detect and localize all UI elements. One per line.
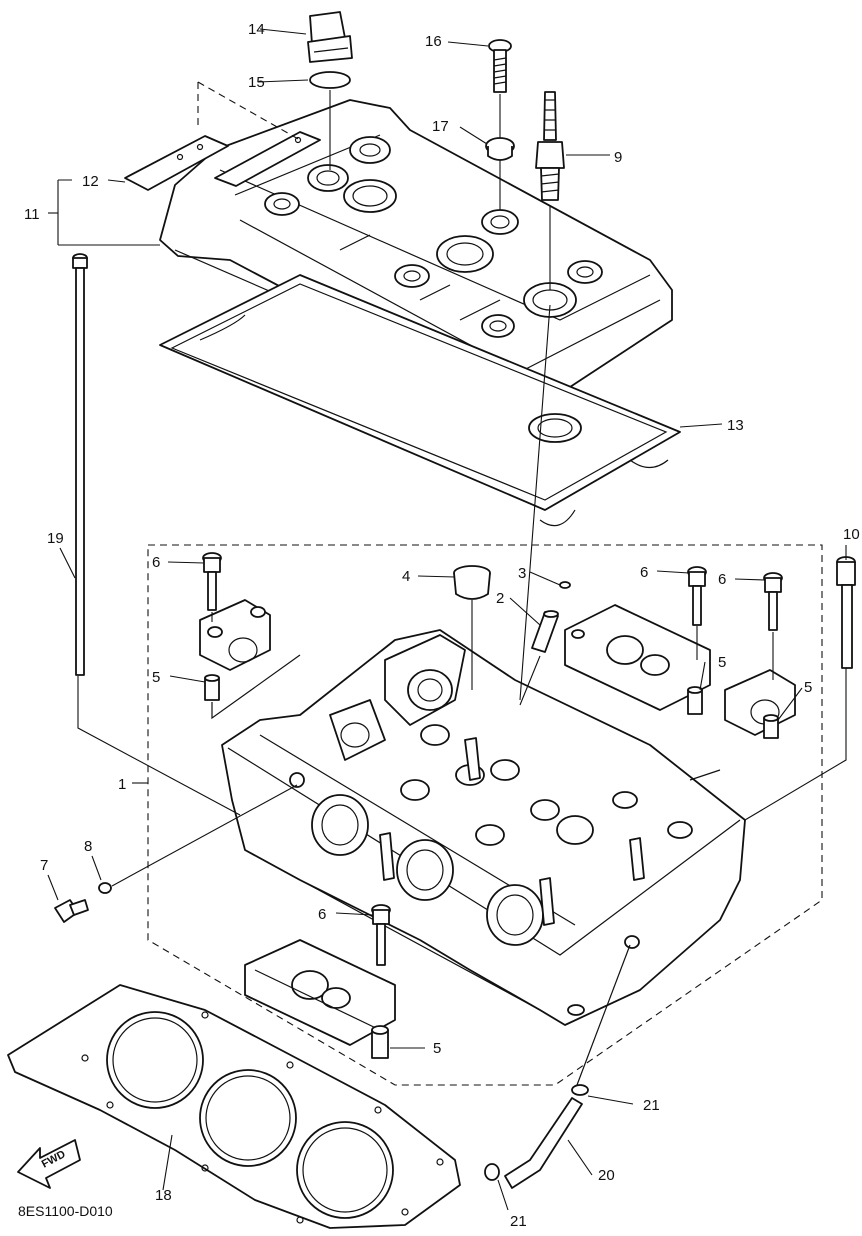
drawing-code: 8ES1100-D010 bbox=[18, 1203, 113, 1219]
fwd-arrow-icon: FWD bbox=[17, 1139, 81, 1189]
callout-21b: 21 bbox=[510, 1213, 527, 1230]
hose-clip-upper bbox=[571, 1084, 589, 1096]
callout-3: 3 bbox=[518, 565, 526, 582]
callout-13: 13 bbox=[727, 417, 744, 434]
camshaft-cap-rear bbox=[564, 604, 711, 711]
callout-1: 1 bbox=[118, 776, 126, 793]
camshaft-cap-left bbox=[199, 599, 271, 671]
head-cover-gasket bbox=[159, 274, 681, 527]
callout-5a: 5 bbox=[152, 669, 160, 686]
callout-5d: 5 bbox=[433, 1040, 441, 1057]
dowel-pin-2 bbox=[687, 686, 703, 715]
callout-19: 19 bbox=[47, 530, 64, 547]
hose-clip-lower bbox=[484, 1163, 500, 1181]
callout-10: 10 bbox=[843, 526, 860, 543]
oil-filler-cap bbox=[307, 11, 353, 63]
callout-16: 16 bbox=[425, 33, 442, 50]
callout-8: 8 bbox=[84, 838, 92, 855]
dowel-pin-3 bbox=[763, 714, 779, 739]
callout-20: 20 bbox=[598, 1167, 615, 1184]
callout-2: 2 bbox=[496, 590, 504, 607]
cover-bolt bbox=[488, 39, 512, 93]
valve-guide bbox=[531, 610, 559, 653]
head-bolt-left bbox=[72, 253, 88, 676]
camshaft-cap-right bbox=[724, 669, 796, 736]
cap-bolt-2 bbox=[687, 566, 707, 626]
callout-7: 7 bbox=[40, 857, 48, 874]
callout-18: 18 bbox=[155, 1187, 172, 1204]
valve-clip bbox=[559, 581, 571, 589]
callout-5b: 5 bbox=[718, 654, 726, 671]
baffle-plate bbox=[124, 81, 321, 191]
o-ring bbox=[309, 71, 351, 89]
callout-11: 11 bbox=[24, 206, 40, 223]
dowel-pin-1 bbox=[204, 674, 220, 701]
head-assembly-boundary bbox=[147, 544, 823, 1086]
cap-bolt-4 bbox=[371, 904, 391, 966]
callout-17: 17 bbox=[432, 118, 449, 135]
grommet bbox=[485, 137, 515, 161]
head-bolt-right bbox=[836, 556, 856, 669]
callout-14: 14 bbox=[248, 21, 265, 38]
callout-6b: 6 bbox=[640, 564, 648, 581]
plug-washer bbox=[98, 882, 112, 894]
callout-6a: 6 bbox=[152, 554, 160, 571]
callout-12: 12 bbox=[82, 173, 99, 190]
callout-6d: 6 bbox=[318, 906, 326, 923]
cap-bolt-3 bbox=[763, 572, 783, 631]
callout-21a: 21 bbox=[643, 1097, 660, 1114]
plug-hole-grommet bbox=[453, 565, 491, 600]
callout-9: 9 bbox=[614, 149, 622, 166]
cylinder-head-cover bbox=[159, 99, 673, 411]
cap-bolt-1 bbox=[202, 552, 222, 611]
cylinder-head-gasket bbox=[7, 984, 461, 1229]
drain-plug bbox=[54, 899, 89, 923]
dowel-pin-4 bbox=[371, 1025, 389, 1059]
callout-4: 4 bbox=[402, 568, 410, 585]
camshaft-cap-front bbox=[244, 939, 396, 1046]
callout-6c: 6 bbox=[718, 571, 726, 588]
breather-hose bbox=[504, 1097, 583, 1189]
cylinder-head bbox=[221, 629, 746, 1026]
callout-5c: 5 bbox=[804, 679, 812, 696]
spark-plug bbox=[535, 91, 565, 201]
callout-15: 15 bbox=[248, 74, 265, 91]
